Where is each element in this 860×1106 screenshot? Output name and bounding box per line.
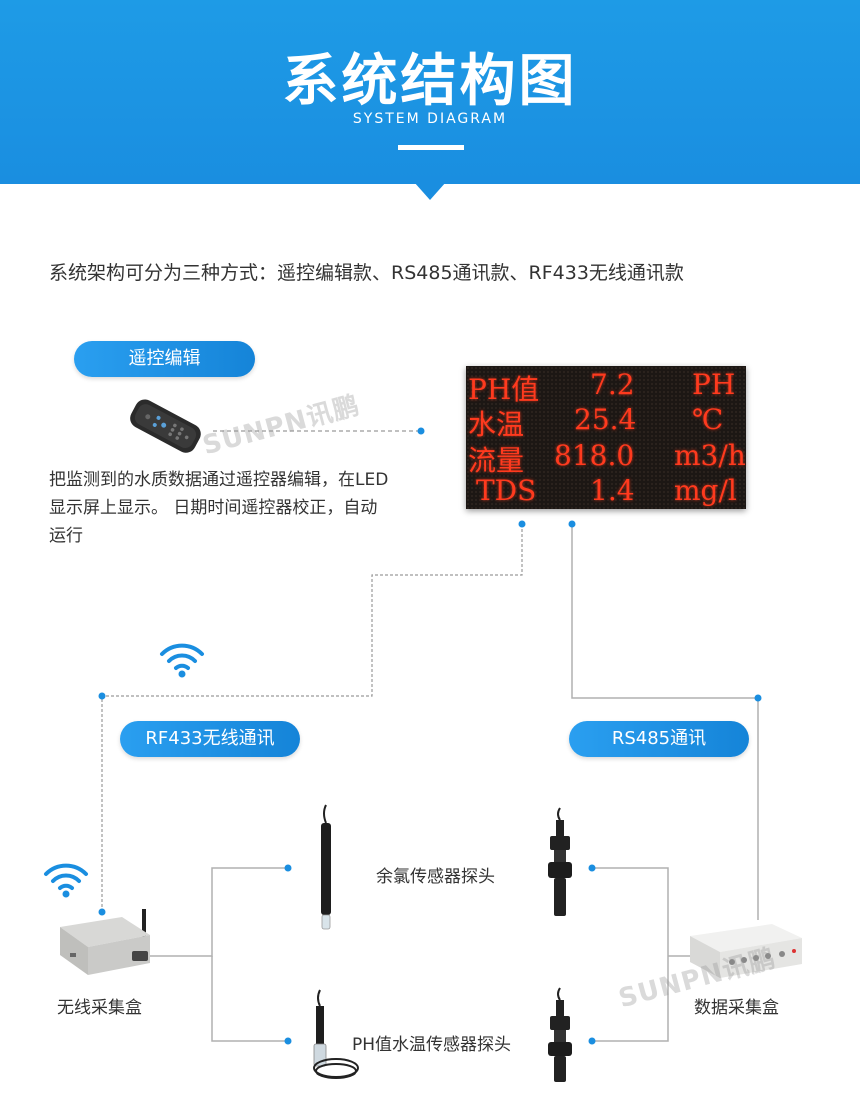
led-value: 1.4	[590, 474, 635, 507]
remote-control-icon	[130, 399, 201, 453]
ph-probe-icon	[321, 804, 331, 930]
wireless-probe-line-top	[150, 867, 288, 957]
led-value: 818.0	[554, 439, 635, 472]
rs485-label: RS485通讯	[569, 721, 749, 757]
connection-dot	[284, 1037, 292, 1045]
rf433-link-line	[101, 524, 523, 910]
data-box-icon	[690, 924, 802, 978]
page-subtitle: SYSTEM DIAGRAM	[352, 111, 508, 127]
ph-temp-probe-caption: PH值水温传感器探头	[352, 1035, 512, 1055]
led-display: PH值 7.2 PH 水温 25.4 ℃ 流量 818.0 m3/h TDS 1…	[466, 366, 746, 509]
connection-dot	[588, 864, 596, 872]
remote-description: 把监测到的水质数据通过遥控器编辑，在LED显示屏上显示。 日期时间遥控器校正，自…	[49, 470, 389, 546]
header-banner: 系统结构图 SYSTEM DIAGRAM	[0, 0, 860, 184]
page-title: 系统结构图	[282, 49, 578, 114]
led-label: 水温	[468, 408, 525, 441]
chlorine-probe-icon	[548, 807, 572, 916]
led-unit: mg/l	[674, 474, 737, 507]
title-underline	[398, 145, 464, 150]
led-value: 7.2	[590, 368, 635, 401]
led-unit: m3/h	[674, 439, 746, 472]
led-value: 25.4	[574, 403, 637, 436]
led-label: PH值	[468, 373, 540, 406]
intro-text: 系统架构可分为三种方式：遥控编辑款、RS485通讯款、RF433无线通讯款	[49, 262, 684, 284]
connection-dot	[98, 692, 106, 700]
data-box-caption: 数据采集盒	[694, 998, 779, 1018]
ph-temp-probe-icon	[313, 989, 359, 1079]
connection-dot	[417, 427, 425, 435]
led-label: 流量	[468, 444, 525, 477]
wireless-probe-line-bottom	[211, 956, 288, 1042]
led-unit: PH	[692, 368, 736, 401]
ph-temp-probe-2-icon	[548, 987, 572, 1082]
connection-dot	[518, 520, 526, 528]
wireless-box-caption: 无线采集盒	[57, 998, 142, 1018]
connection-dot	[98, 908, 106, 916]
led-row: TDS 1.4 mg/l	[466, 474, 746, 508]
led-row: 流量 818.0 m3/h	[466, 439, 746, 477]
connection-dot	[284, 864, 292, 872]
header-notch	[414, 182, 446, 200]
connection-dot	[754, 694, 762, 702]
remote-edit-label: 遥控编辑	[74, 341, 255, 377]
led-unit: ℃	[692, 403, 724, 436]
rf433-label: RF433无线通讯	[120, 721, 300, 757]
led-label: TDS	[476, 474, 537, 507]
data-probe-lines	[592, 867, 669, 1042]
wifi-icon	[160, 643, 204, 678]
led-row: 水温 25.4 ℃	[466, 403, 746, 441]
led-row: PH值 7.2 PH	[466, 368, 746, 406]
chlorine-probe-caption: 余氯传感器探头	[376, 867, 495, 887]
connection-dot	[568, 520, 576, 528]
rs485-link-line	[571, 524, 759, 920]
wireless-box-icon	[60, 909, 150, 975]
wifi-icon	[44, 863, 88, 898]
connection-dot	[588, 1037, 596, 1045]
